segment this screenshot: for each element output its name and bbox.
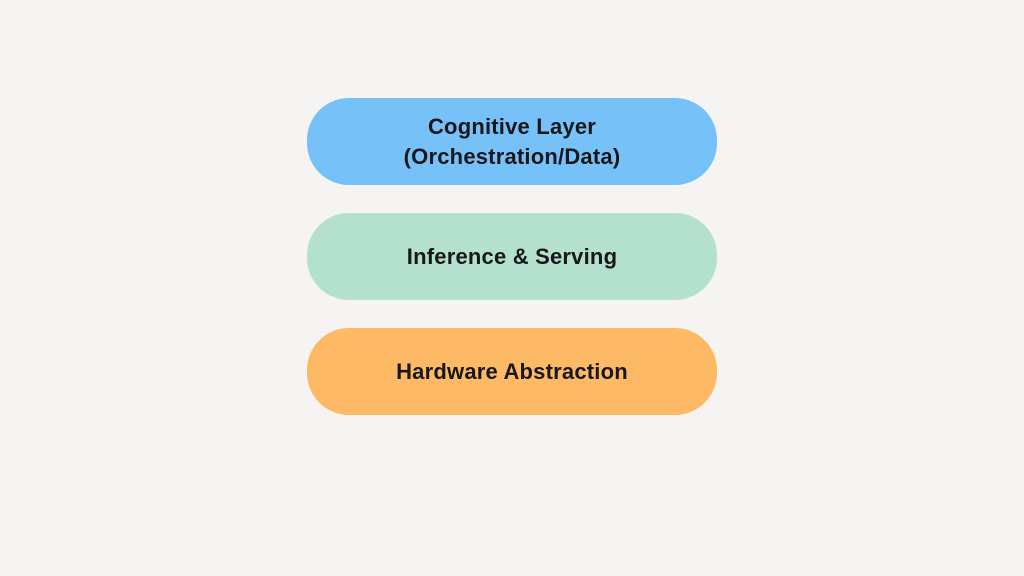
- layer-stack: Cognitive Layer (Orchestration/Data) Inf…: [307, 98, 717, 415]
- layer-label-line: (Orchestration/Data): [403, 143, 621, 169]
- layer-box-hardware-abstraction: Hardware Abstraction: [307, 328, 717, 415]
- layer-label-line: Inference & Serving: [406, 243, 618, 269]
- layer-box-inference-serving: Inference & Serving: [307, 213, 717, 300]
- layer-box-cognitive: Cognitive Layer (Orchestration/Data): [307, 98, 717, 185]
- layer-label-line: Hardware Abstraction: [396, 358, 628, 384]
- layer-label-line: Cognitive Layer: [427, 113, 597, 139]
